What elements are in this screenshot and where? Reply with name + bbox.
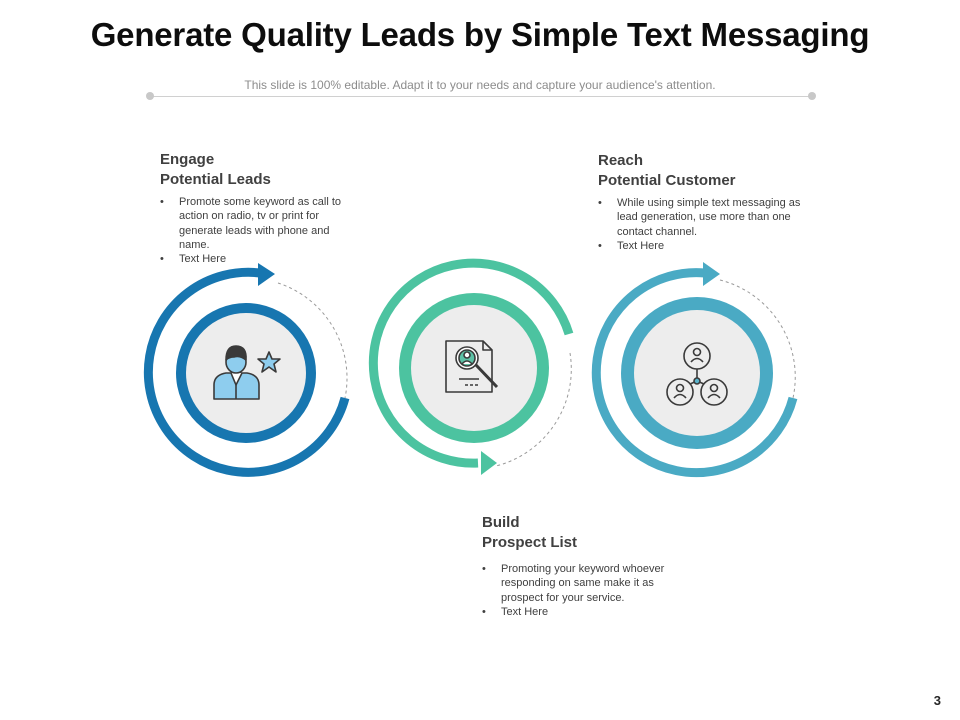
step-2-bullet-1: Promoting your keyword whoever respondin… bbox=[482, 562, 696, 605]
step-1-dashed-arc bbox=[277, 282, 348, 399]
step-3-arrowhead bbox=[703, 262, 720, 286]
step-2-ring-group bbox=[368, 258, 574, 475]
step-2-dashed-arc bbox=[495, 352, 572, 467]
step-1-arrowhead bbox=[258, 263, 275, 286]
page-number: 3 bbox=[933, 693, 941, 708]
document-search-icon bbox=[445, 340, 499, 393]
step-3-heading-line2: Potential Customer bbox=[598, 172, 736, 189]
step-1-outer-arc bbox=[143, 267, 350, 477]
step-3-bullets: While using simple text messaging as lea… bbox=[598, 196, 818, 253]
step-3-heading-line1: Reach bbox=[598, 152, 644, 169]
step-1-ring-group bbox=[143, 263, 350, 477]
step-2-arrowhead bbox=[481, 451, 497, 475]
divider-left-dot bbox=[146, 92, 154, 100]
slide-subtitle: This slide is 100% editable. Adapt it to… bbox=[244, 78, 716, 92]
subtitle-divider bbox=[150, 96, 812, 97]
slide-title: Generate Quality Leads by Simple Text Me… bbox=[90, 16, 870, 53]
step-3-outer-arc bbox=[591, 268, 798, 478]
step-1-text: Engage Potential Leads Promote some keyw… bbox=[160, 150, 360, 267]
step-3-ring-group bbox=[591, 262, 798, 478]
step-1-bullets: Promote some keyword as call to action o… bbox=[160, 195, 360, 267]
network-people-icon bbox=[666, 342, 728, 406]
step-2-heading-line2: Prospect List bbox=[482, 534, 578, 551]
step-1-bullet-1: Promote some keyword as call to action o… bbox=[160, 195, 349, 252]
step-2-text: Build Prospect List Promoting your keywo… bbox=[482, 513, 702, 619]
step-3-bullet-1: While using simple text messaging as lea… bbox=[598, 196, 809, 239]
step-3-dashed-arc bbox=[719, 279, 796, 399]
step-3-bullet-2: Text Here bbox=[598, 239, 818, 254]
step-1-heading-line2: Potential Leads bbox=[160, 171, 271, 188]
step-2-bullets: Promoting your keyword whoever respondin… bbox=[482, 562, 702, 619]
step-3-text: Reach Potential Customer While using sim… bbox=[598, 151, 818, 253]
step-2-heading-line1: Build bbox=[482, 514, 520, 531]
step-1-heading-line1: Engage bbox=[160, 151, 215, 168]
step-2-bullet-2: Text Here bbox=[482, 605, 702, 620]
divider-right-dot bbox=[808, 92, 816, 100]
step-1-bullet-2: Text Here bbox=[160, 252, 360, 267]
step-2-outer-arc bbox=[368, 258, 574, 468]
person-star-icon bbox=[213, 345, 281, 400]
